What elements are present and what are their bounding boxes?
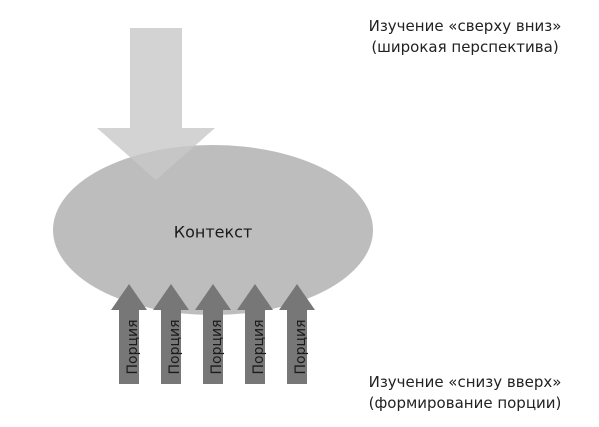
chunk-arrow-3: Порция <box>195 284 231 384</box>
top-down-caption-line2: (широкая перспектива) <box>371 38 559 56</box>
chunk-arrow-2: Порция <box>153 284 189 384</box>
top-down-caption: Изучение «сверху вниз» (широкая перспект… <box>345 16 585 58</box>
chunk-label: Порция <box>125 319 141 374</box>
context-ellipse <box>53 145 373 315</box>
bottom-up-caption: Изучение «снизу вверх» (формирование пор… <box>345 372 585 414</box>
chunk-arrow-1: Порция <box>111 284 147 384</box>
context-label: Контекст <box>174 223 253 242</box>
chunk-arrow-5: Порция <box>279 284 315 384</box>
chunk-label: Порция <box>209 319 225 374</box>
bottom-up-caption-line1: Изучение «снизу вверх» <box>368 373 562 391</box>
chunk-label: Порция <box>293 319 309 374</box>
bottom-up-caption-line2: (формирование порции) <box>368 394 562 412</box>
chunk-label: Порция <box>251 319 267 374</box>
top-down-arrow <box>97 28 215 180</box>
chunk-arrow-4: Порция <box>237 284 273 384</box>
chunk-label: Порция <box>167 319 183 374</box>
top-down-caption-line1: Изучение «сверху вниз» <box>368 17 562 35</box>
